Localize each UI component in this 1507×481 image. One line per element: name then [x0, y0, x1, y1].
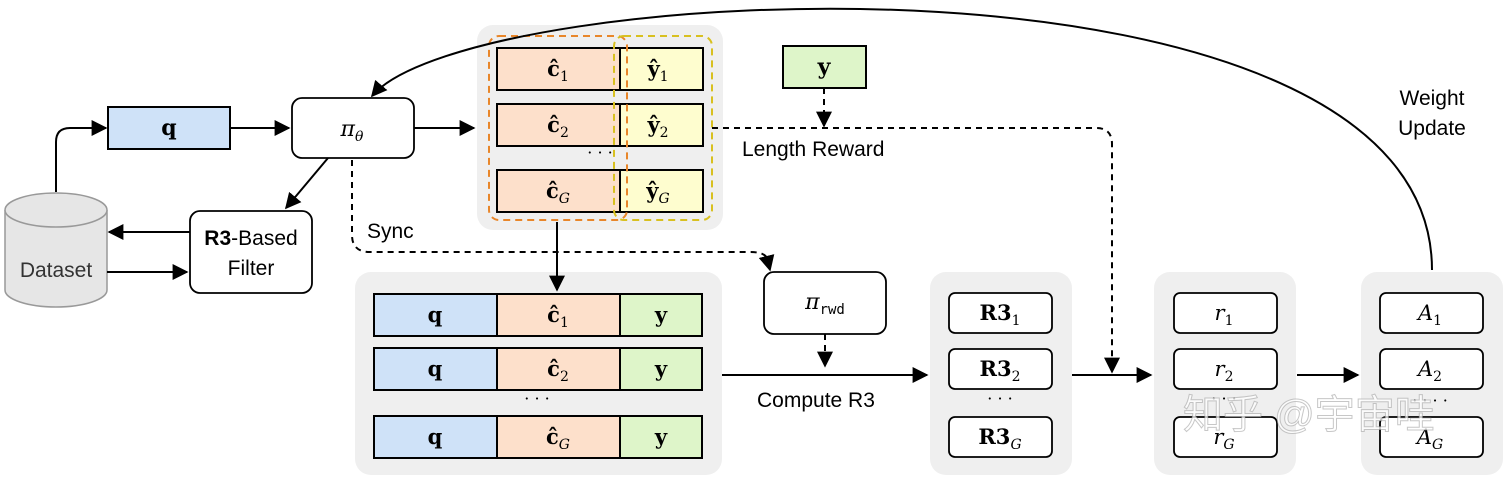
policy-label: πθ	[340, 117, 364, 145]
reward-1: r1	[1173, 292, 1278, 334]
filter-box	[189, 210, 313, 294]
triple-row-2: q ĉ2 y	[373, 347, 703, 391]
advantage-G: AG	[1379, 416, 1484, 458]
svg-text:q: q	[428, 302, 443, 327]
sync-label: Sync	[367, 220, 414, 243]
svg-text:R32: R32	[980, 356, 1021, 385]
svg-text:rG: rG	[1213, 425, 1234, 453]
arrow-weight-update	[370, 7, 1433, 271]
advantage-2: A2	[1379, 348, 1484, 390]
svg-text:ĉG: ĉG	[546, 178, 570, 207]
arrow-length-reward	[712, 127, 1120, 374]
svg-text:q: q	[428, 356, 443, 381]
svg-text:ĉ2: ĉ2	[547, 112, 569, 141]
reward-G: rG	[1173, 416, 1278, 458]
rollout-row-2: ĉ2 ŷ2	[496, 103, 704, 147]
reward-2: r2	[1173, 348, 1278, 390]
filter-label-line1: R3-Based	[204, 227, 297, 250]
arrow-sync	[351, 160, 775, 272]
advantage-ellipsis: · · · ·	[1412, 391, 1448, 410]
answer-group-outline	[613, 35, 713, 221]
svg-text:ŷG: ŷG	[645, 178, 669, 207]
svg-text:A1: A1	[1416, 301, 1442, 329]
svg-text:q: q	[428, 424, 443, 449]
svg-text:y: y	[654, 302, 668, 327]
rollout-row-G: ĉG ŷG	[496, 169, 704, 213]
triple-ellipsis: · · ·	[524, 389, 549, 408]
rollout-ellipsis: · · ·	[587, 143, 612, 162]
triple-row-G: q ĉG y	[373, 415, 703, 459]
dataset-label: Dataset	[20, 259, 93, 282]
watermark: 知乎 @宇宙哇	[1183, 393, 1435, 437]
svg-text:ĉ2: ĉ2	[547, 356, 569, 385]
svg-text:AG: AG	[1415, 425, 1443, 453]
weight-update-label-1: Weight	[1400, 87, 1465, 110]
svg-text:r2: r2	[1215, 357, 1234, 385]
svg-text:ĉG: ĉG	[546, 424, 570, 453]
r3-score-1: R31	[948, 292, 1053, 334]
dataset-cylinder: Dataset	[4, 192, 108, 308]
svg-text:ĉ1: ĉ1	[547, 56, 569, 85]
filter-label-line2: Filter	[228, 257, 275, 280]
svg-text:R3G: R3G	[978, 424, 1021, 453]
triple-row-1: q ĉ1 y	[373, 293, 703, 337]
length-reward-label: Length Reward	[742, 138, 884, 161]
r3-score-G: R3G	[948, 416, 1053, 458]
rollout-row-1: ĉ1 ŷ1	[496, 47, 704, 91]
compute-r3-label: Compute R3	[757, 389, 875, 412]
weight-update-label-2: Update	[1398, 117, 1466, 140]
q-input-label: q	[161, 115, 176, 141]
ground-truth-y-label: y	[817, 54, 832, 80]
svg-text:y: y	[654, 356, 668, 381]
r3-ellipsis: · · ·	[987, 389, 1012, 408]
svg-text:R31: R31	[980, 300, 1021, 329]
reasoning-group-outline	[488, 35, 628, 221]
r3-score-2: R32	[948, 348, 1053, 390]
svg-text:A2: A2	[1416, 357, 1442, 385]
ground-truth-y-box	[782, 45, 867, 89]
advantage-1: A1	[1379, 292, 1484, 334]
arrow-policy-to-filter	[284, 157, 329, 210]
svg-text:r1: r1	[1215, 301, 1234, 329]
svg-text:ŷ1: ŷ1	[646, 56, 668, 85]
svg-text:y: y	[654, 424, 668, 449]
svg-text:ŷ2: ŷ2	[646, 112, 668, 141]
reward-model-label: πrwd	[804, 290, 845, 318]
reward-ellipsis: · · ·	[1211, 389, 1236, 408]
svg-text:ĉ1: ĉ1	[547, 302, 569, 331]
arrow-dataset-to-q	[55, 120, 108, 192]
q-input-box	[107, 106, 231, 150]
